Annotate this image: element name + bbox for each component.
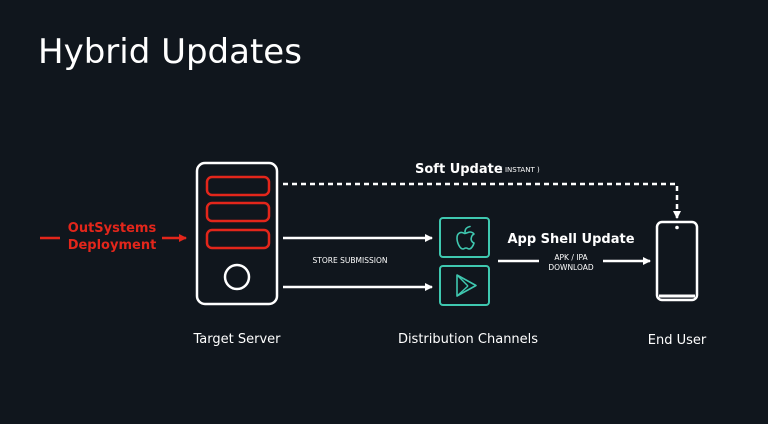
deployment-label-line2: Deployment (68, 238, 157, 253)
soft-update-arrow (283, 182, 681, 219)
app-shell-update-label: App Shell Update (507, 232, 634, 247)
soft-update-label: Soft Update (415, 162, 503, 177)
page-title: Hybrid Updates (38, 32, 302, 72)
phone-icon (655, 220, 699, 302)
store-submission-label: STORE SUBMISSION (313, 256, 388, 265)
apple-app-store-icon (439, 217, 490, 258)
app-shell-sublabel-1: APK / IPA (554, 253, 588, 262)
deployment-label-line1: OutSystems (68, 221, 157, 236)
distribution-channels-label: Distribution Channels (398, 332, 538, 347)
app-shell-sublabel-2: DOWNLOAD (548, 263, 594, 272)
target-server-label: Target Server (193, 332, 282, 347)
target-server-icon (195, 161, 279, 306)
google-play-icon (439, 265, 490, 306)
end-user-label: End User (648, 333, 707, 348)
soft-update-sublabel: ( INSTANT ) (500, 166, 540, 174)
